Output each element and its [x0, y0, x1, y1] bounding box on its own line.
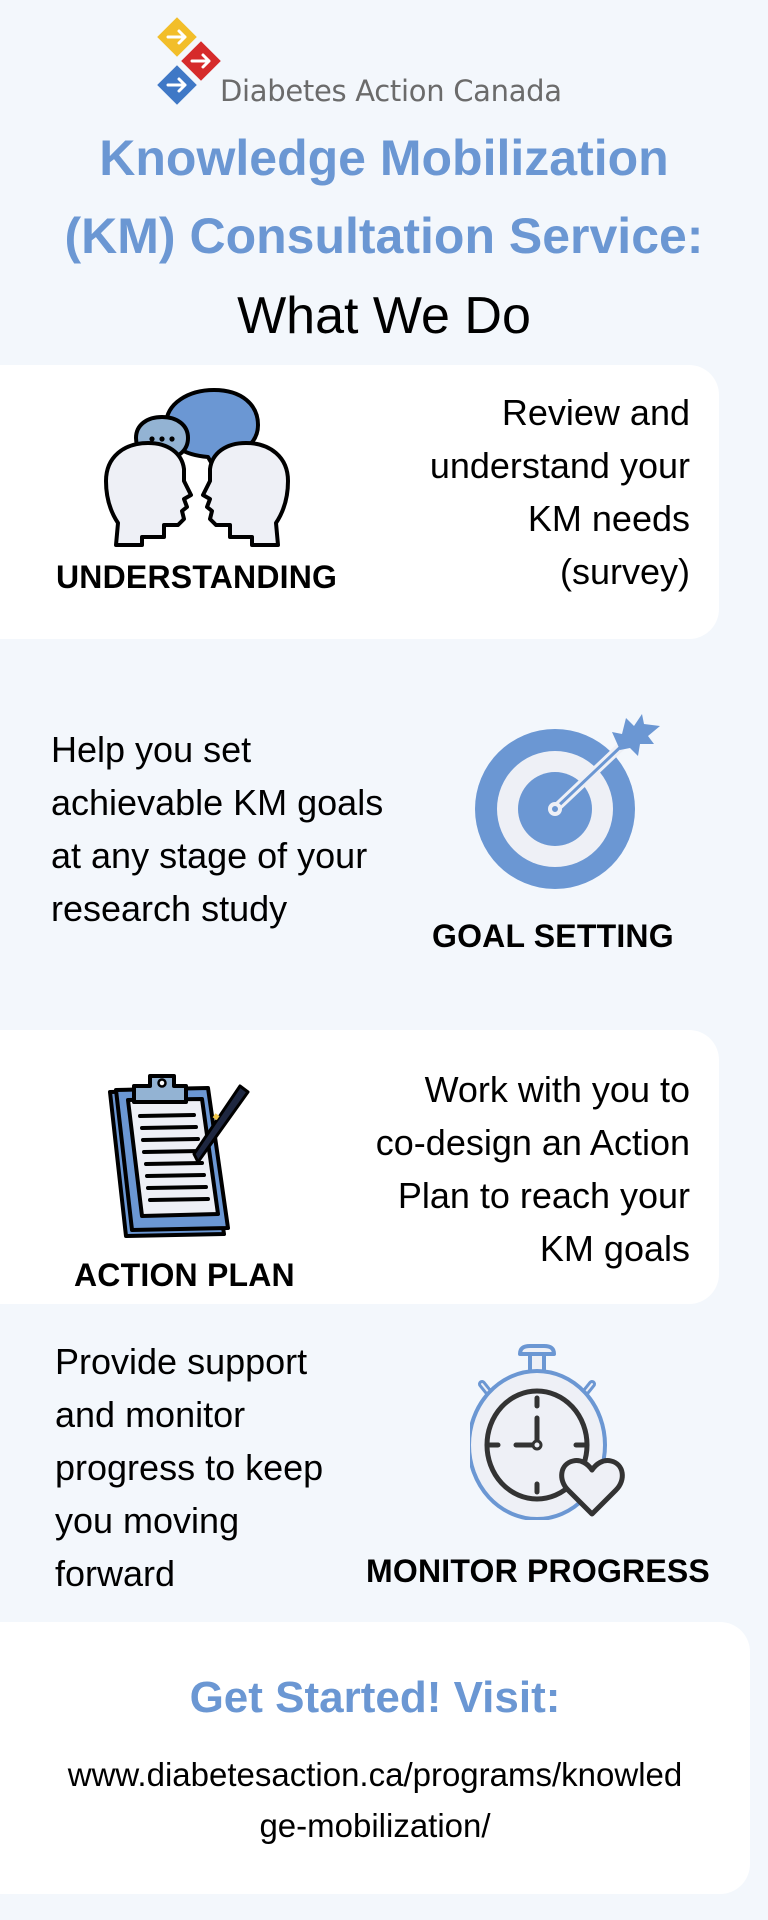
section-label-goal-setting: GOAL SETTING — [432, 918, 674, 954]
clipboard-pen-icon — [108, 1074, 250, 1238]
two-heads-speech-bubbles-icon — [104, 388, 290, 547]
section-label-monitor-progress: MONITOR PROGRESS — [366, 1553, 710, 1589]
page-subtitle: What We Do — [237, 287, 531, 345]
section-description-understanding: Review and understand your KM needs (sur… — [429, 392, 690, 592]
logo-text: Diabetes Action Canada — [220, 74, 562, 108]
section-description-goal-setting: Help you set achievable KM goals at any … — [51, 729, 384, 929]
diabetes-action-canada-logo: Diabetes Action Canada — [156, 16, 596, 112]
section-description-monitor-progress: Provide support and monitor progress to … — [55, 1341, 324, 1594]
stopwatch-heart-icon — [470, 1344, 625, 1520]
logo-arrows-icon — [157, 17, 221, 105]
get-started-title: Get Started! Visit: — [189, 1673, 561, 1722]
target-arrow-icon — [475, 714, 660, 889]
section-label-understanding: UNDERSTANDING — [56, 559, 338, 595]
section-label-action-plan: ACTION PLAN — [74, 1257, 295, 1293]
section-description-action-plan: Work with you to co-design an Action Pla… — [375, 1069, 690, 1269]
page-title-line-1: Knowledge Mobilization — [99, 130, 669, 186]
program-url-link[interactable]: www.diabetesaction.ca/programs/knowled g… — [67, 1756, 683, 1844]
page-title-line-2: (KM) Consultation Service: — [64, 208, 704, 264]
get-started-card — [0, 1622, 750, 1894]
